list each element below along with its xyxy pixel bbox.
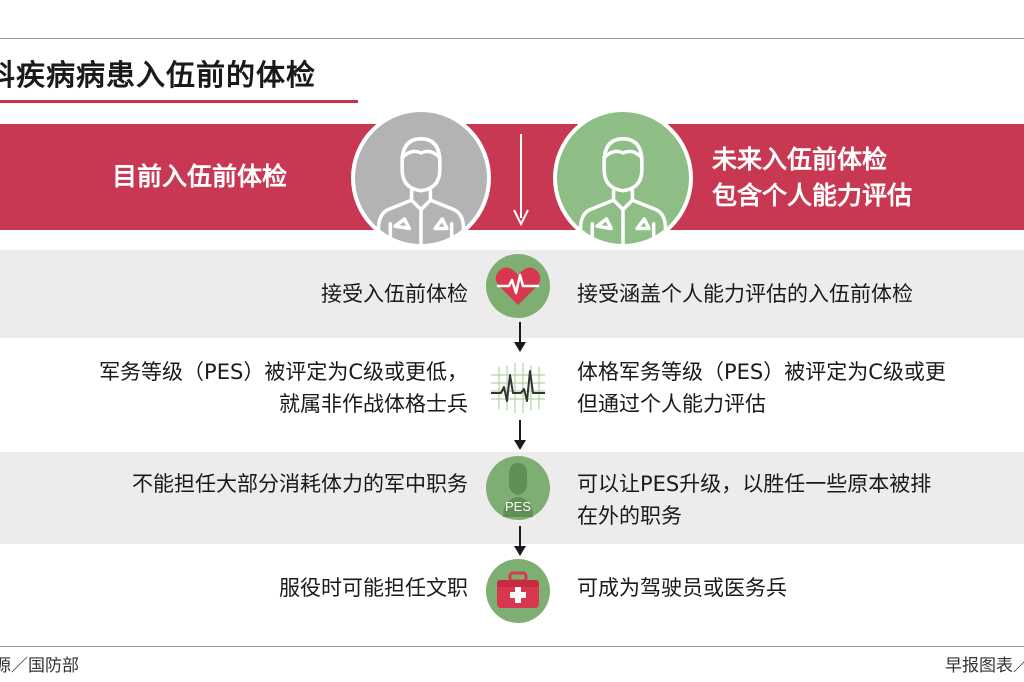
- future-exam-label-line2: 包含个人能力评估: [712, 181, 913, 210]
- source-note: 源／国防部: [0, 656, 79, 676]
- row-4-current: 服役时可能担任文职: [279, 572, 468, 604]
- ecg-chart-icon: [485, 355, 551, 421]
- row-3-current-line1: 不能担任大部分消耗体力的军中职务: [132, 472, 468, 496]
- pes-label: PES: [505, 499, 531, 514]
- graphic-credit: 早报图表／: [945, 656, 1024, 676]
- row-2-current-line2: 就属非作战体格士兵: [279, 392, 468, 416]
- comparison-banner: [0, 124, 1024, 230]
- row-2-future: 体格军务等级（PES）被评定为C级或更 但通过个人能力评估: [577, 356, 946, 420]
- row-1-current-line1: 接受入伍前体检: [321, 282, 468, 306]
- row-2-current-line1: 军务等级（PES）被评定为C级或更低，: [99, 360, 468, 384]
- row-3-current: 不能担任大部分消耗体力的军中职务: [132, 468, 468, 500]
- step-arrow-2-icon: [514, 420, 526, 450]
- pes-soldier-icon: PES: [485, 455, 551, 521]
- bottom-divider: [0, 646, 1024, 647]
- row-2-current: 军务等级（PES）被评定为C级或更低， 就属非作战体格士兵: [99, 356, 468, 420]
- row-3-future-line1: 可以让PES升级，以胜任一些原本被排: [577, 472, 932, 496]
- first-aid-kit-icon: [485, 558, 551, 624]
- step-arrow-1-icon: [514, 322, 526, 352]
- future-exam-label-line1: 未来入伍前体检: [712, 145, 888, 174]
- row-1-current: 接受入伍前体检: [321, 278, 468, 310]
- page-title: 科疾病病患入伍前的体检: [0, 58, 317, 92]
- future-exam-label: 未来入伍前体检 包含个人能力评估: [712, 142, 1024, 214]
- current-exam-label: 目前入伍前体检: [112, 162, 288, 191]
- row-3-future: 可以让PES升级，以胜任一些原本被排 在外的职务: [577, 468, 931, 532]
- row-4-future-line1: 可成为驾驶员或医务兵: [577, 576, 787, 600]
- top-divider: [0, 38, 1024, 39]
- row-2-future-line2: 但通过个人能力评估: [577, 392, 766, 416]
- row-1-future: 接受涵盖个人能力评估的入伍前体检: [577, 278, 913, 310]
- row-2-future-line1: 体格军务等级（PES）被评定为C级或更: [577, 360, 946, 384]
- title-underline: [0, 100, 358, 103]
- row-3-future-line2: 在外的职务: [577, 504, 682, 528]
- future-recruit-avatar-icon: [553, 108, 693, 248]
- banner-down-arrow-icon: [513, 134, 529, 227]
- row-1-future-line1: 接受涵盖个人能力评估的入伍前体检: [577, 282, 913, 306]
- current-recruit-avatar-icon: [351, 108, 491, 248]
- heart-pulse-icon: [485, 253, 551, 319]
- row-4-future: 可成为驾驶员或医务兵: [577, 572, 787, 604]
- step-arrow-3-icon: [514, 526, 526, 556]
- row-4-current-line1: 服役时可能担任文职: [279, 576, 468, 600]
